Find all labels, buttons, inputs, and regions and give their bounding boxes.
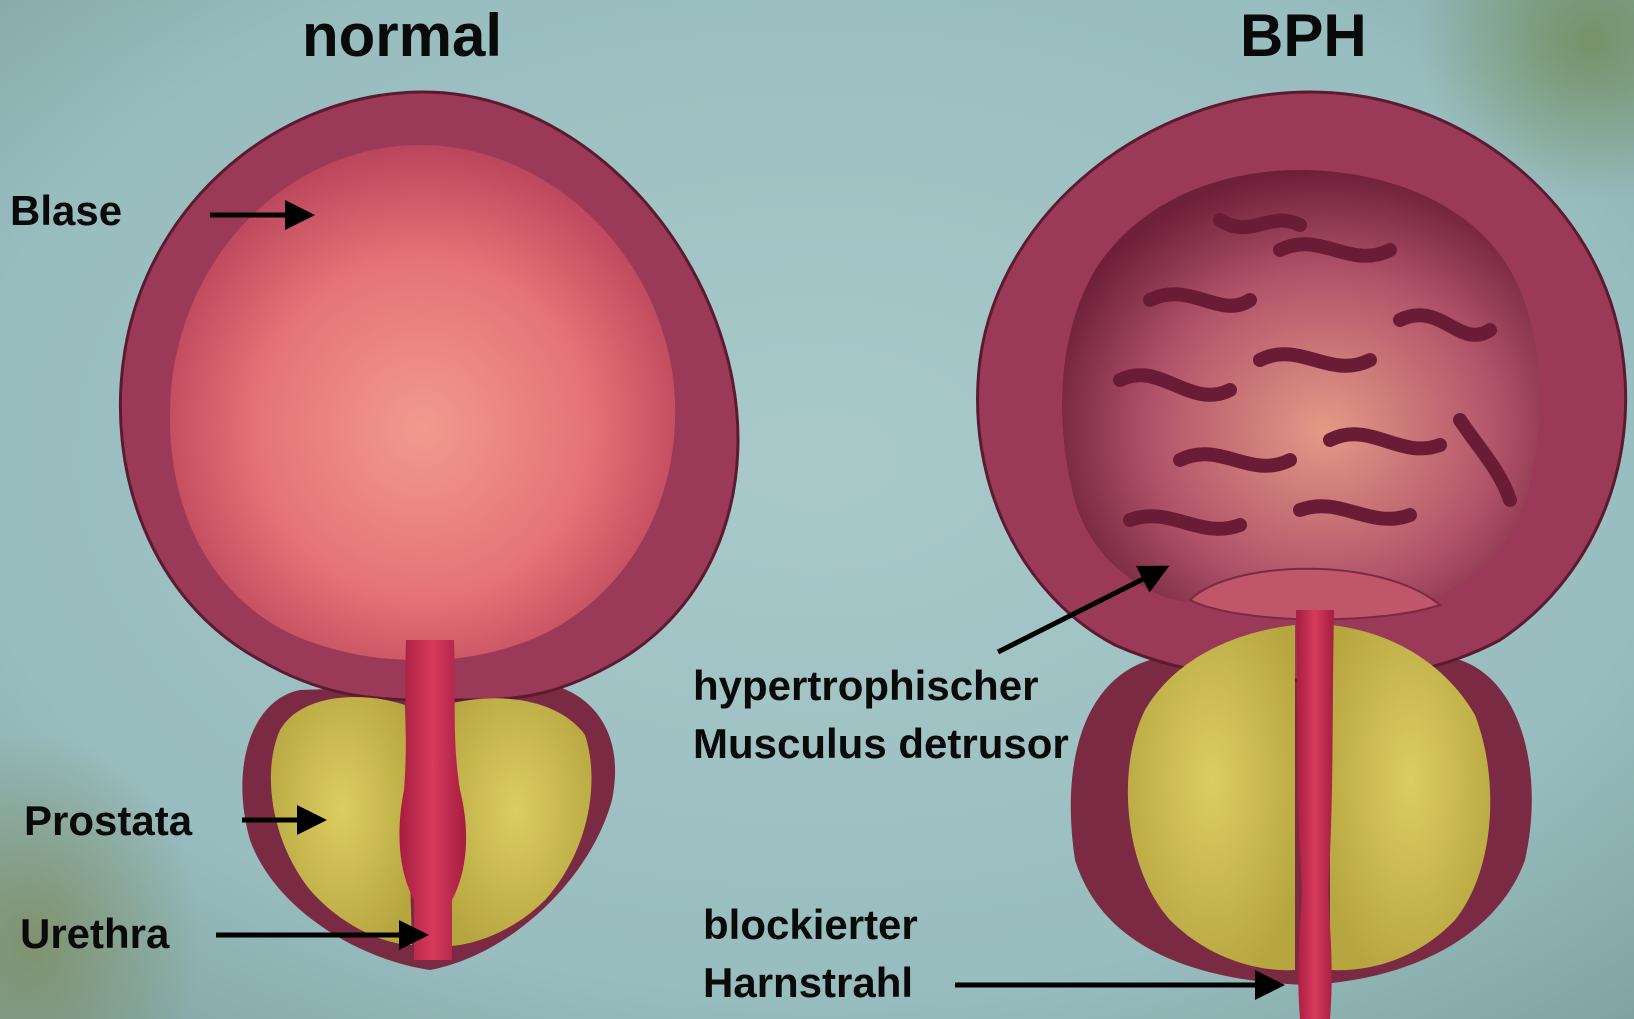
label-hypertrophic-detrusor: hypertrophischer Musculus detrusor — [693, 657, 1069, 773]
label-detrusor-line1: hypertrophischer — [693, 657, 1069, 715]
bph-bladder-lumen — [1062, 170, 1539, 604]
bph-urethra — [1296, 610, 1334, 1019]
label-prostata: Prostata — [24, 800, 192, 842]
label-stream-line2: Harnstrahl — [703, 954, 918, 1012]
label-urethra: Urethra — [20, 913, 169, 955]
bph-title: BPH — [1240, 6, 1367, 66]
label-blocked-stream: blockierter Harnstrahl — [703, 896, 918, 1012]
label-stream-line1: blockierter — [703, 896, 918, 954]
normal-title: normal — [302, 6, 502, 66]
label-detrusor-line2: Musculus detrusor — [693, 715, 1069, 773]
label-blase: Blase — [10, 190, 122, 232]
